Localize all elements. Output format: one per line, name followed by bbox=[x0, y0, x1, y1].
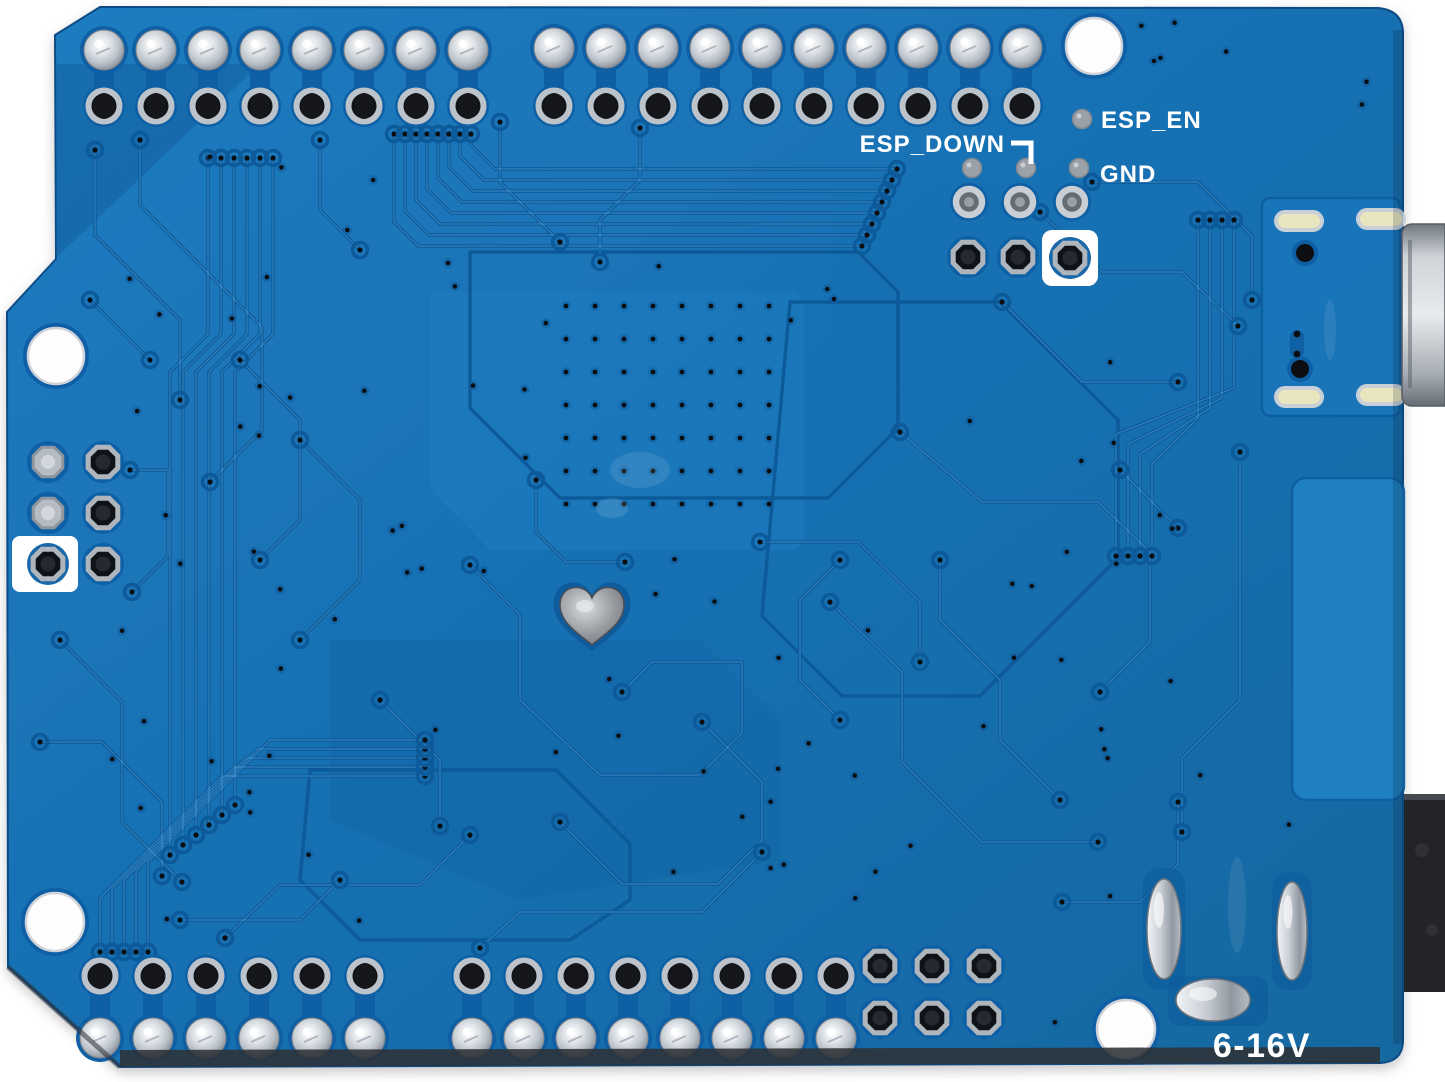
mounting-hole-bottom-left bbox=[21, 888, 89, 956]
label-gnd: GND bbox=[1100, 161, 1156, 188]
board-right-edge bbox=[1393, 30, 1403, 1044]
header-top-right bbox=[530, 24, 1046, 127]
solder-blob-vertical-1 bbox=[1143, 868, 1185, 990]
aux-pad-grid bbox=[859, 945, 1005, 1039]
power-jack-keepout-region bbox=[1290, 476, 1406, 802]
solder-blob-horizontal bbox=[1168, 976, 1268, 1026]
trace-network bbox=[38, 120, 1254, 954]
mounting-hole-top-right bbox=[1061, 13, 1127, 79]
solder-blob-vertical-2 bbox=[1272, 872, 1312, 990]
usb-connector bbox=[1401, 223, 1445, 407]
board-bevel-edge bbox=[6, 965, 122, 1069]
header-top-left bbox=[80, 26, 492, 127]
usb-footprint-pads bbox=[1274, 208, 1406, 408]
esp-down-pointer-bracket bbox=[1011, 140, 1034, 164]
pads-and-pins bbox=[12, 24, 1406, 1062]
icsp-pad-cluster bbox=[12, 441, 124, 592]
label-esp-en: ESP_EN bbox=[1101, 107, 1202, 134]
label-esp-down: ESP_DOWN bbox=[860, 131, 1005, 158]
esp-header-cluster bbox=[947, 108, 1098, 286]
label-power-range: 6-16V bbox=[1213, 1027, 1311, 1065]
board-bottom-edge bbox=[120, 1047, 1380, 1067]
mounting-hole-left bbox=[23, 323, 89, 389]
surface-smudges bbox=[596, 300, 1336, 953]
power-jack bbox=[1404, 794, 1445, 992]
via-field bbox=[30, 17, 1372, 1028]
heart-solder-mark bbox=[553, 582, 631, 652]
